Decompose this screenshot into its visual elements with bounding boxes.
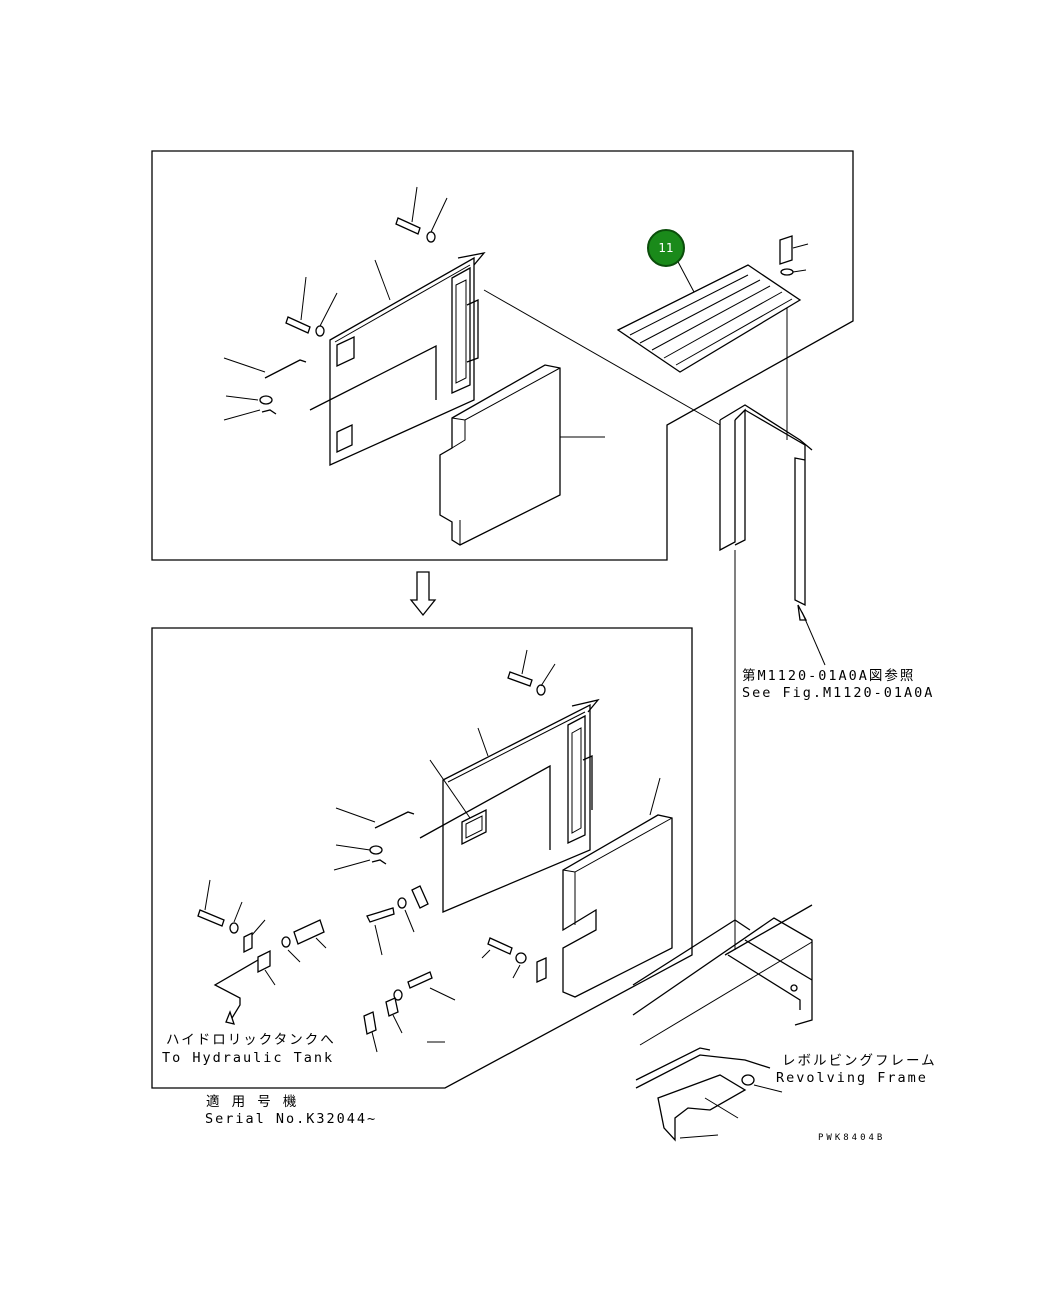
drawing-code: PWK8404B: [818, 1133, 886, 1143]
bottom-insulation-pad: [562, 777, 673, 998]
down-arrow: [409, 571, 437, 617]
hydraulic-tank-label-en: To Hydraulic Tank: [162, 1050, 335, 1066]
callout-11[interactable]: 11: [647, 229, 685, 267]
serial-label-en: Serial No.K32044~: [205, 1111, 378, 1127]
revolving-frame-label-jp: レボルビングフレーム: [782, 1053, 937, 1069]
slotted-cover-plate: [616, 235, 809, 373]
see-fig-label-en: See Fig.M1120-01A0A: [742, 685, 935, 701]
bottom-fasteners: [197, 649, 556, 1053]
serial-label-jp: 適 用 号 機: [206, 1094, 299, 1110]
bottom-panel-frame: [151, 627, 693, 1089]
top-panel-frame: [151, 150, 854, 561]
revolving-frame-label-en: Revolving Frame: [776, 1070, 928, 1086]
support-bracket: [483, 289, 813, 950]
revolving-frame: [632, 904, 813, 1142]
top-insulation-pad: [439, 364, 605, 546]
see-fig-label-jp: 第M1120-01A0A図参照: [742, 668, 916, 684]
hydraulic-tank-label-jp: ハイドロリックタンクへ: [166, 1032, 336, 1048]
top-bolts: [223, 186, 448, 421]
top-door-panel: [309, 252, 486, 467]
bottom-door-panel: [419, 698, 600, 913]
